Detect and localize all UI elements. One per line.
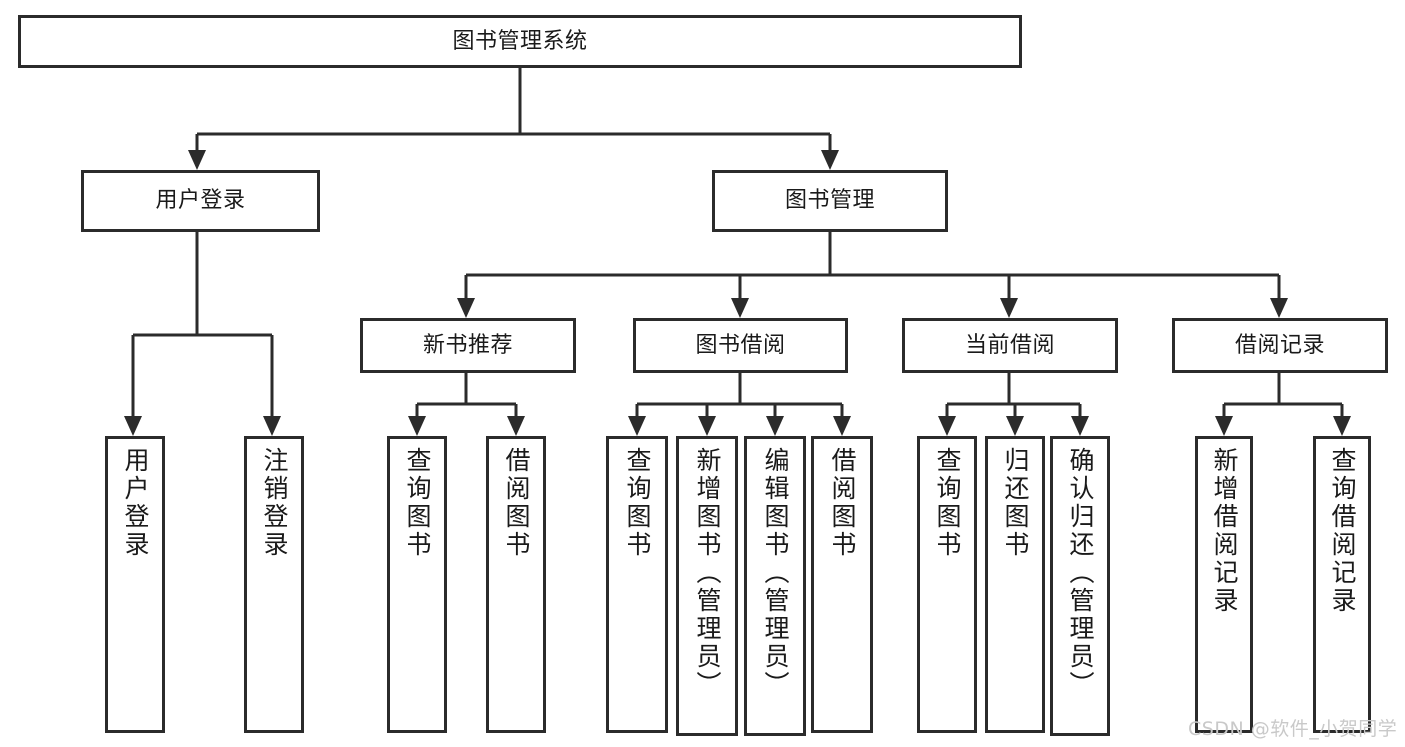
- node-leaf-borrow-1[interactable]: 查询图书: [606, 436, 668, 733]
- edge-group-login: [124, 232, 281, 436]
- edge-group-current: [938, 373, 1089, 436]
- node-leaf-cur-1[interactable]: 查询图书: [917, 436, 977, 733]
- node-label: 图书管理: [784, 188, 875, 214]
- node-leaf-login-2[interactable]: 注销登录: [244, 436, 304, 733]
- node-label: 确认归还（管理员）: [1066, 447, 1095, 699]
- node-leaf-rec-2[interactable]: 查询借阅记录: [1313, 436, 1371, 733]
- node-label: 编辑图书（管理员）: [761, 447, 790, 699]
- node-leaf-cur-2[interactable]: 归还图书: [985, 436, 1045, 733]
- node-label: 新增图书（管理员）: [693, 447, 722, 699]
- node-label: 借阅记录: [1234, 332, 1325, 358]
- node-label: 新增借阅记录: [1210, 447, 1239, 615]
- node-label: 注销登录: [260, 447, 289, 559]
- edge-group-borrow: [628, 373, 851, 436]
- node-label: 查询图书: [933, 447, 962, 559]
- node-label: 用户登录: [155, 188, 246, 214]
- node-leaf-login-1[interactable]: 用户登录: [105, 436, 165, 733]
- node-label: 查询图书: [623, 447, 652, 559]
- node-leaf-cur-3[interactable]: 确认归还（管理员）: [1050, 436, 1110, 736]
- node-label: 用户登录: [121, 447, 150, 559]
- node-label: 借阅图书: [502, 447, 531, 559]
- edge-group-bookmgmt: [457, 232, 1288, 318]
- node-leaf-borrow-2[interactable]: 新增图书（管理员）: [676, 436, 738, 736]
- node-leaf-new-2[interactable]: 借阅图书: [486, 436, 546, 733]
- edge-group-newbook: [408, 373, 525, 436]
- edge-group-root: [188, 68, 839, 170]
- node-records[interactable]: 借阅记录: [1172, 318, 1388, 373]
- csdn-watermark: CSDN @软件_小贺同学: [1188, 718, 1398, 740]
- node-label: 新书推荐: [422, 332, 513, 358]
- node-label: 查询图书: [403, 447, 432, 559]
- node-label: 查询借阅记录: [1328, 447, 1357, 615]
- node-login[interactable]: 用户登录: [81, 170, 320, 232]
- node-leaf-borrow-3[interactable]: 编辑图书（管理员）: [744, 436, 806, 736]
- node-label: 借阅图书: [828, 447, 857, 559]
- node-borrow[interactable]: 图书借阅: [633, 318, 848, 373]
- node-current[interactable]: 当前借阅: [902, 318, 1118, 373]
- node-leaf-new-1[interactable]: 查询图书: [387, 436, 447, 733]
- node-label: 归还图书: [1001, 447, 1030, 559]
- node-root[interactable]: 图书管理系统: [18, 15, 1022, 68]
- node-bookmgmt[interactable]: 图书管理: [712, 170, 948, 232]
- node-leaf-borrow-4[interactable]: 借阅图书: [811, 436, 873, 733]
- node-label: 图书借阅: [695, 332, 786, 358]
- node-newbook[interactable]: 新书推荐: [360, 318, 576, 373]
- node-label: 图书管理系统: [452, 28, 588, 54]
- node-label: 当前借阅: [964, 332, 1055, 358]
- node-leaf-rec-1[interactable]: 新增借阅记录: [1195, 436, 1253, 733]
- edge-group-records: [1215, 373, 1351, 436]
